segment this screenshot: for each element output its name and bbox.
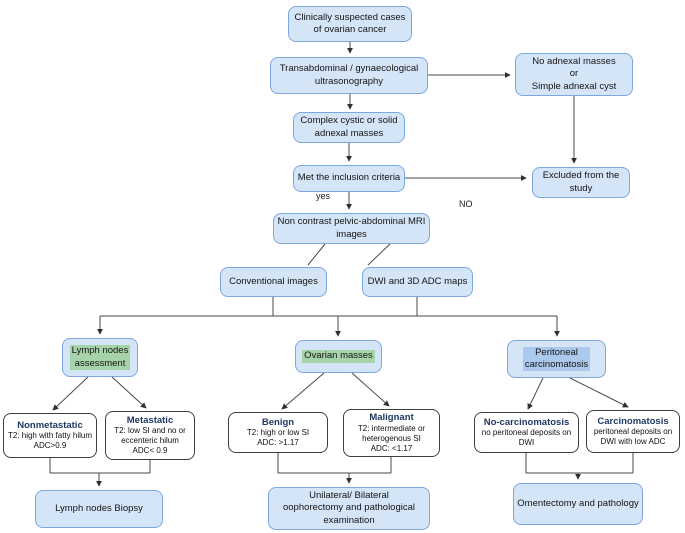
malignant-title: Malignant <box>369 412 414 424</box>
node-no-carcinomatosis: No-carcinomatosis no peritoneal deposits… <box>474 412 579 453</box>
metastatic-title: Metastatic <box>126 414 174 426</box>
node-oophorectomy: Unilateral/ Bilateral oophorectomy and p… <box>268 487 430 530</box>
benign-title: Benign <box>261 416 295 428</box>
node-omentectomy: Omentectomy and pathology <box>513 483 643 525</box>
node-lymph-nodes-assessment: Lymph nodes assessment <box>62 338 138 377</box>
metastatic-criteria: T2: low SI and no or eccenteric hilum AD… <box>114 426 186 456</box>
no-carcinomatosis-title: No-carcinomatosis <box>483 416 570 428</box>
lymph-assessment-label: Lymph nodes assessment <box>69 345 131 370</box>
node-excluded-from-study: Excluded from the study <box>532 167 630 198</box>
node-conventional-images: Conventional images <box>220 267 327 297</box>
carcinomatosis-criteria: peritoneal deposits on DWI with low ADC <box>593 427 673 447</box>
no-carcinomatosis-criteria: no peritoneal deposits on DWI <box>481 428 572 448</box>
node-metastatic: Metastatic T2: low SI and no or eccenter… <box>105 411 195 460</box>
node-dwi-adc-maps: DWI and 3D ADC maps <box>362 267 473 297</box>
benign-criteria: T2: high or low SI ADC: >1.17 <box>246 428 310 448</box>
node-inclusion-criteria: Met the inclusion criteria <box>293 165 405 192</box>
ovarian-masses-label: Ovarian masses <box>302 350 375 363</box>
malignant-criteria: T2: intermediate or heterogenous SI ADC:… <box>357 423 426 453</box>
peritoneal-carcinomatosis-label: Peritoneal carcinomatosis <box>522 346 591 372</box>
node-noncontrast-mri: Non contrast pelvic-abdominal MRI images <box>273 213 430 244</box>
node-peritoneal-carcinomatosis: Peritoneal carcinomatosis <box>507 340 606 378</box>
node-malignant: Malignant T2: intermediate or heterogeno… <box>343 409 440 457</box>
edge-label-yes: yes <box>316 191 331 201</box>
node-nonmetastatic: Nonmetastatic T2: high with fatty hilum … <box>3 413 97 458</box>
node-benign: Benign T2: high or low SI ADC: >1.17 <box>228 412 328 453</box>
node-carcinomatosis: Carcinomatosis peritoneal deposits on DW… <box>586 410 680 453</box>
nonmetastatic-criteria: T2: high with fatty hilum ADC>0.9 <box>7 431 93 451</box>
node-lymph-nodes-biopsy: Lymph nodes Biopsy <box>35 490 163 528</box>
carcinomatosis-title: Carcinomatosis <box>597 415 669 427</box>
node-clinically-suspected-cases: Clinically suspected cases of ovarian ca… <box>288 6 412 42</box>
node-ovarian-masses: Ovarian masses <box>295 340 382 373</box>
node-no-adnexal-masses: No adnexal masses or Simple adnexal cyst <box>515 53 633 96</box>
node-ultrasonography: Transabdominal / gynaecological ultrason… <box>270 57 428 94</box>
edge-label-no: NO <box>459 199 473 209</box>
nonmetastatic-title: Nonmetastatic <box>17 419 83 431</box>
node-complex-cystic-solid-masses: Complex cystic or solid adnexal masses <box>293 112 405 143</box>
